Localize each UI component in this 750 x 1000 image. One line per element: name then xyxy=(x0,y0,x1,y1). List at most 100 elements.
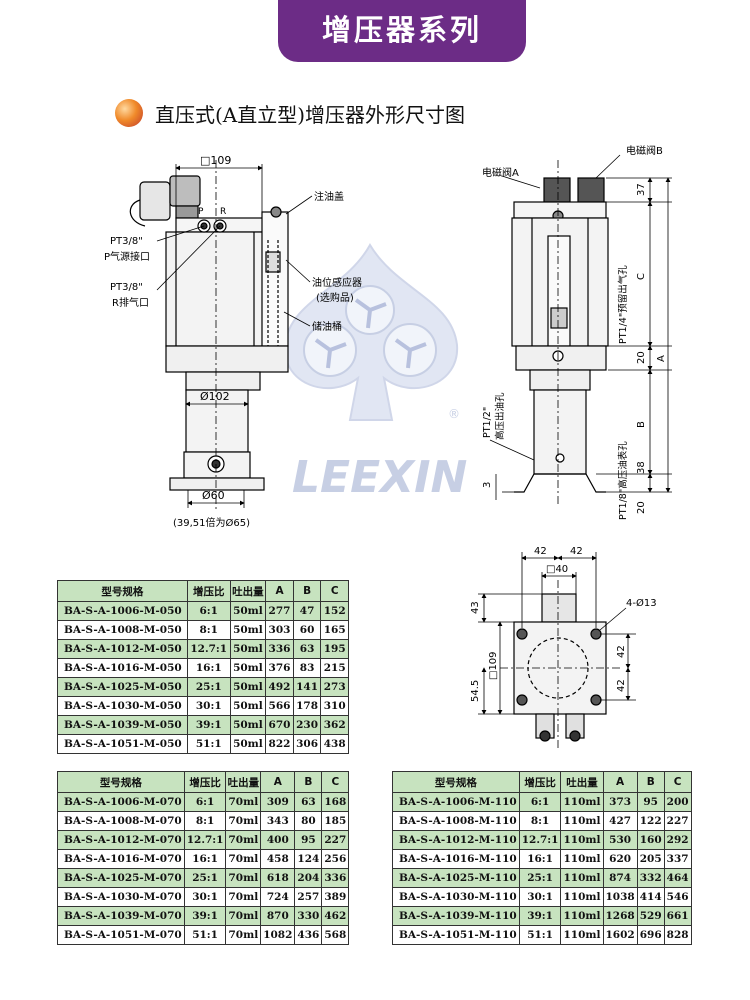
cell-c: 336 xyxy=(321,868,350,888)
cell-c: 152 xyxy=(320,601,349,621)
cell-b: 80 xyxy=(294,811,323,831)
dim-37: 37 xyxy=(636,183,647,196)
cell-output: 50ml xyxy=(229,620,267,640)
mark-p: P xyxy=(198,207,204,217)
cell-c: 215 xyxy=(320,658,349,678)
cell-model: BA-S-A-1012-M-070 xyxy=(57,830,185,850)
col-b: B xyxy=(292,580,322,602)
cell-c: 200 xyxy=(663,792,692,812)
cell-c: 464 xyxy=(663,868,692,888)
brand-text: LEEXIN xyxy=(292,452,467,503)
cell-output: 70ml xyxy=(225,811,262,831)
cell-output: 50ml xyxy=(229,658,267,678)
cell-b: 63 xyxy=(292,639,322,659)
cell-ratio: 30:1 xyxy=(186,696,231,716)
label-oil-cap: 注油盖 xyxy=(314,190,344,203)
col-b: B xyxy=(636,771,665,793)
cell-b: 696 xyxy=(636,925,665,945)
dim-4-13: 4-Ø13 xyxy=(626,597,657,609)
dim-109-top: □109 xyxy=(200,154,231,167)
cell-c: 661 xyxy=(663,906,692,926)
cell-b: 63 xyxy=(294,792,323,812)
cell-b: 205 xyxy=(636,849,665,869)
label-valve-b: 电磁阀B xyxy=(626,144,663,157)
cell-ratio: 16:1 xyxy=(518,849,562,869)
cell-a: 343 xyxy=(260,811,296,831)
cell-ratio: 30:1 xyxy=(518,887,562,907)
cell-b: 160 xyxy=(636,830,665,850)
registered-mark: ® xyxy=(448,407,460,421)
cell-output: 70ml xyxy=(225,868,262,888)
cell-b: 95 xyxy=(636,792,665,812)
col-a: A xyxy=(602,771,638,793)
cell-ratio: 25:1 xyxy=(518,868,562,888)
col-ratio: 增压比 xyxy=(186,580,231,602)
cell-c: 568 xyxy=(321,925,350,945)
cell-a: 620 xyxy=(602,849,638,869)
col-ratio: 增压比 xyxy=(518,771,562,793)
cell-output: 50ml xyxy=(229,696,267,716)
cell-b: 83 xyxy=(292,658,322,678)
col-output: 吐出量 xyxy=(229,580,267,602)
cell-output: 110ml xyxy=(560,887,604,907)
col-c: C xyxy=(321,771,350,793)
cell-c: 337 xyxy=(663,849,692,869)
label-pt18-gauge: PT1/8"高压油表孔 xyxy=(617,441,629,520)
cell-ratio: 12.7:1 xyxy=(518,830,562,850)
label-oil-sensor-optional: (选购品) xyxy=(316,291,354,304)
cell-c: 362 xyxy=(320,715,349,735)
col-model: 型号规格 xyxy=(57,771,185,793)
col-model: 型号规格 xyxy=(392,771,520,793)
cell-model: BA-S-A-1039-M-070 xyxy=(57,906,185,926)
cell-model: BA-S-A-1012-M-050 xyxy=(57,639,188,659)
cell-b: 122 xyxy=(636,811,665,831)
cell-a: 427 xyxy=(602,811,638,831)
cell-output: 50ml xyxy=(229,639,267,659)
cell-ratio: 51:1 xyxy=(518,925,562,945)
cell-ratio: 8:1 xyxy=(186,620,231,640)
series-banner: 增压器系列 xyxy=(278,0,526,62)
cell-ratio: 12.7:1 xyxy=(186,639,231,659)
dim-40: □40 xyxy=(546,564,568,575)
cell-model: BA-S-A-1051-M-070 xyxy=(57,925,185,945)
cell-c: 227 xyxy=(663,811,692,831)
cell-model: BA-S-A-1025-M-110 xyxy=(392,868,520,888)
cell-b: 330 xyxy=(294,906,323,926)
front-view xyxy=(129,160,289,510)
cell-b: 529 xyxy=(636,906,665,926)
cell-output: 110ml xyxy=(560,792,604,812)
cell-c: 438 xyxy=(320,734,349,754)
col-c: C xyxy=(663,771,692,793)
dim-38: 38 xyxy=(636,461,647,474)
cell-ratio: 51:1 xyxy=(183,925,227,945)
cell-model: BA-S-A-1039-M-050 xyxy=(57,715,188,735)
col-b: B xyxy=(294,771,323,793)
cell-b: 47 xyxy=(292,601,322,621)
cell-ratio: 12.7:1 xyxy=(183,830,227,850)
cell-a: 1268 xyxy=(602,906,638,926)
cell-a: 336 xyxy=(265,639,294,659)
cell-b: 95 xyxy=(294,830,323,850)
mark-r: R xyxy=(220,207,226,217)
dim-42-upper: 42 xyxy=(616,645,627,658)
cell-ratio: 51:1 xyxy=(186,734,231,754)
dim-a: A xyxy=(656,355,667,362)
cell-c: 165 xyxy=(320,620,349,640)
label-oil-tank: 储油桶 xyxy=(312,320,342,333)
dim-dia-60: Ø60 xyxy=(202,489,225,502)
cell-c: 389 xyxy=(321,887,350,907)
dim-42-lower: 42 xyxy=(616,679,627,692)
cell-a: 670 xyxy=(265,715,294,735)
cell-b: 414 xyxy=(636,887,665,907)
cell-b: 332 xyxy=(636,868,665,888)
section-title: 直压式(A直立型)增压器外形尺寸图 xyxy=(155,102,466,127)
cell-b: 124 xyxy=(294,849,323,869)
label-oil-sensor: 油位感应器 xyxy=(312,276,362,289)
